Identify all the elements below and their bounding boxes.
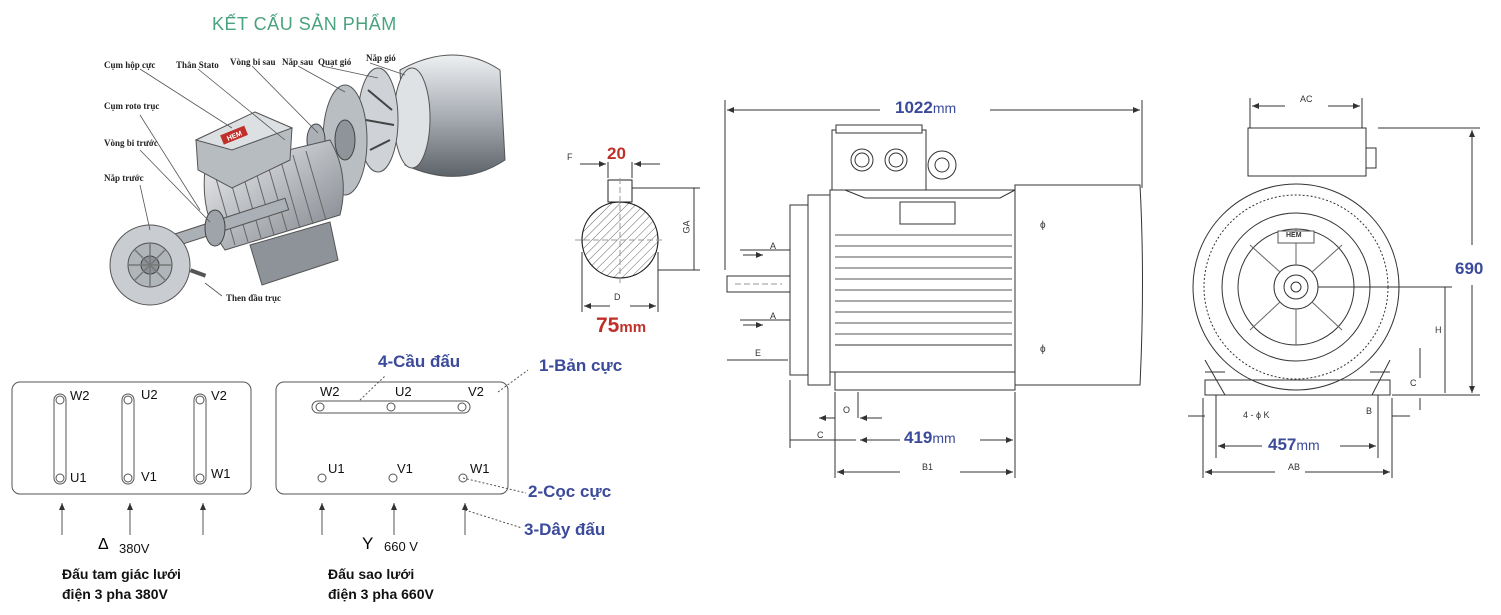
- delta-caption-line2: điện 3 pha 380V: [62, 586, 168, 602]
- section-a-bottom: A: [770, 311, 777, 321]
- delta-terminal-u2: U2: [141, 387, 158, 402]
- a-value: 457: [1268, 435, 1297, 454]
- label-nap-gio: Nắp gió: [366, 53, 396, 63]
- exploded-motor-illustration: HEM: [109, 54, 506, 306]
- b1-unit: mm: [932, 430, 956, 446]
- label-vong-bi-truoc: Vòng bi trước: [104, 138, 158, 148]
- shaft-f-label: F: [567, 152, 573, 162]
- side-view-drawing: ϕ ϕ: [724, 100, 1143, 478]
- hem-logo-front: HEM: [1286, 232, 1302, 239]
- callout-day-dau: 3-Dây đấu: [524, 520, 606, 539]
- shaft-d-dimension: 75mm: [596, 314, 646, 338]
- star-symbol: Y: [362, 534, 374, 553]
- star-terminal-w2: W2: [320, 384, 340, 399]
- b1-dimension: 419mm: [904, 428, 956, 448]
- section-title: KẾT CẤU SẢN PHẨM: [212, 14, 397, 34]
- shaft-d-unit: mm: [619, 319, 647, 336]
- dim-e-label: E: [755, 348, 762, 358]
- phi-mark-top: ϕ: [1040, 220, 1046, 231]
- star-terminal-board: [275, 369, 529, 535]
- section-a-top: A: [770, 241, 777, 251]
- label-nap-truoc: Nắp trước: [104, 173, 144, 183]
- shaft-d-label: D: [614, 292, 621, 302]
- label-nap-sau: Nắp sau: [282, 57, 314, 67]
- label-than-stato: Thân Stato: [176, 60, 219, 70]
- dim-c-front-label: C: [1410, 378, 1417, 388]
- front-view-drawing: [1188, 98, 1480, 478]
- dim-o-label: O: [843, 405, 851, 415]
- b1-value: 419: [904, 428, 933, 447]
- delta-terminal-w1: W1: [211, 466, 231, 481]
- delta-caption-line1: Đấu tam giác lưới: [62, 566, 181, 582]
- shaft-f-value: 20: [607, 144, 626, 163]
- shaft-d-value: 75: [596, 314, 620, 337]
- label-then-dau-truc: Then đầu trục: [226, 293, 282, 303]
- delta-terminal-w2: W2: [70, 388, 90, 403]
- shaft-ga-label: GA: [681, 220, 692, 234]
- star-terminal-u1: U1: [328, 461, 345, 476]
- delta-terminal-board: [11, 381, 252, 535]
- a-dimension: 457mm: [1268, 435, 1320, 455]
- length-dimension: 1022mm: [895, 98, 956, 118]
- delta-terminal-u1: U1: [70, 470, 87, 485]
- star-caption-line1: Đấu sao lưới: [328, 566, 415, 582]
- length-unit: mm: [932, 100, 957, 116]
- a-unit: mm: [1296, 437, 1320, 453]
- delta-symbol: Δ: [98, 536, 109, 553]
- height-value: 690: [1455, 259, 1484, 278]
- dim-ac-label: AC: [1300, 94, 1313, 104]
- dim-k-label: 4 - ϕ K: [1243, 410, 1270, 420]
- callout-cau-dau: 4-Cầu đấu: [378, 352, 461, 371]
- callout-ban-cuc: 1-Bản cực: [539, 356, 623, 375]
- star-terminal-v1: V1: [397, 461, 413, 476]
- star-caption-line2: điện 3 pha 660V: [328, 586, 434, 602]
- star-terminal-u2: U2: [395, 384, 412, 399]
- delta-terminal-v2: V2: [211, 388, 227, 403]
- delta-voltage: 380V: [119, 541, 150, 556]
- label-quat-gio: Quạt gió: [318, 57, 352, 67]
- star-terminal-w1: W1: [470, 461, 490, 476]
- dim-b1-label: B1: [922, 462, 934, 472]
- shaft-section-drawing: [575, 161, 700, 312]
- dim-h-label: H: [1435, 325, 1442, 335]
- label-vong-bi-sau: Vòng bi sau: [230, 57, 276, 67]
- delta-terminal-v1: V1: [141, 469, 157, 484]
- dim-b-label: B: [1366, 406, 1373, 416]
- star-voltage: 660 V: [384, 539, 418, 554]
- length-value: 1022: [895, 98, 933, 117]
- star-terminal-v2: V2: [468, 384, 484, 399]
- callout-coc-cuc: 2-Cọc cực: [528, 482, 612, 501]
- dim-c-label: C: [817, 430, 824, 440]
- dim-ab-label: AB: [1288, 462, 1301, 472]
- phi-mark-bottom: ϕ: [1040, 344, 1046, 355]
- label-cum-roto-truc: Cụm roto trục: [104, 101, 160, 111]
- label-cum-hop-cuc: Cụm hộp cực: [104, 60, 156, 70]
